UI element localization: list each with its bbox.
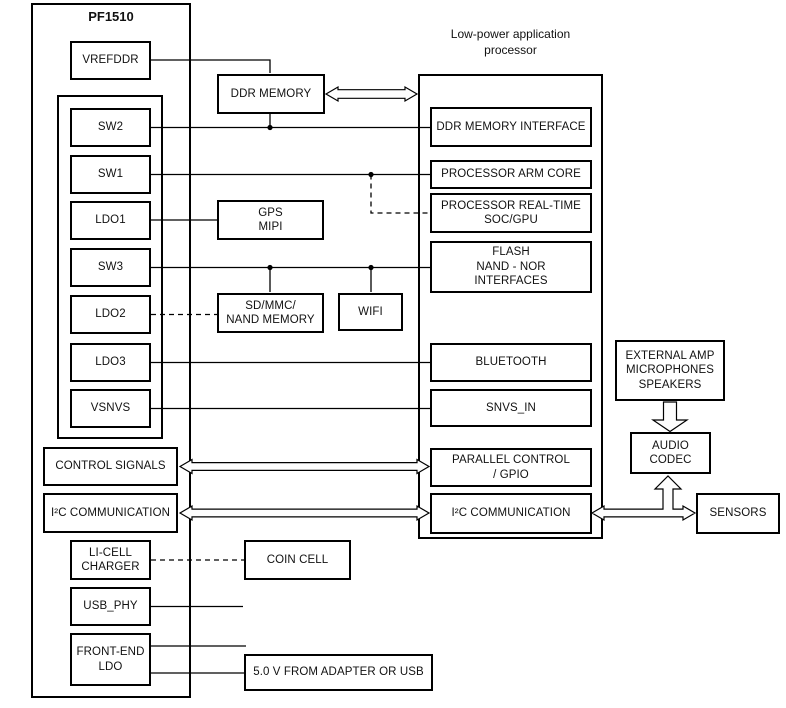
junction-dot xyxy=(368,171,374,178)
li-cell-charger-block: LI-CELL CHARGER xyxy=(70,540,151,580)
usb-phy-block: USB_PHY xyxy=(70,587,151,626)
i2c-sensors-codec-arrow xyxy=(590,475,697,522)
snvs-in-block: SNVS_IN xyxy=(430,389,592,427)
vsnvs-block: VSNVS xyxy=(70,389,151,428)
i2c-bus-arrow xyxy=(178,504,431,522)
control-signals-bus-arrow xyxy=(178,458,431,475)
parallel-control-gpio-block: PARALLEL CONTROL / GPIO xyxy=(430,448,592,487)
sd-mmc-nand-block: SD/MMC/ NAND MEMORY xyxy=(217,293,324,333)
i2c-communication-right-block: I²C COMMUNICATION xyxy=(430,493,592,534)
sw3-block: SW3 xyxy=(70,248,151,287)
coin-cell-block: COIN CELL xyxy=(244,540,351,580)
supply-5v-block: 5.0 V FROM ADAPTER OR USB xyxy=(244,654,433,691)
control-signals-block: CONTROL SIGNALS xyxy=(43,447,178,486)
front-end-ldo-block: FRONT-END LDO xyxy=(70,633,151,686)
external-amp-block: EXTERNAL AMP MICROPHONES SPEAKERS xyxy=(615,340,725,401)
vrefddr-block: VREFDDR xyxy=(70,41,151,80)
pf1510-frame xyxy=(31,3,191,698)
ddr-memory-interface-block: DDR MEMORY INTERFACE xyxy=(430,107,592,147)
audio-codec-block: AUDIO CODEC xyxy=(630,432,711,474)
processor-realtime-soc-gpu-block: PROCESSOR REAL-TIME SOC/GPU xyxy=(430,193,592,233)
sensors-block: SENSORS xyxy=(696,493,780,534)
wire-vrefddr-ddr xyxy=(151,59,271,73)
bluetooth-block: BLUETOOTH xyxy=(430,343,592,382)
ldo2-block: LDO2 xyxy=(70,295,151,334)
sw1-block: SW1 xyxy=(70,155,151,194)
sw2-block: SW2 xyxy=(70,108,151,147)
amp-codec-arrow xyxy=(651,401,689,433)
ldo1-block: LDO1 xyxy=(70,201,151,240)
junction-dot xyxy=(267,124,273,131)
junction-dot xyxy=(368,264,374,271)
gps-mipi-block: GPS MIPI xyxy=(217,200,324,240)
pf1510-title: PF1510 xyxy=(88,8,134,24)
processor-arm-core-block: PROCESSOR ARM CORE xyxy=(430,160,592,189)
flash-nand-nor-block: FLASH NAND - NOR INTERFACES xyxy=(430,241,592,293)
ddr-bus-arrow xyxy=(324,85,419,103)
wire-sw1-realtime-dashed xyxy=(370,174,430,214)
processor-label: Low-power application processor xyxy=(450,27,571,57)
ddr-memory-block: DDR MEMORY xyxy=(217,74,325,114)
wifi-block: WIFI xyxy=(338,293,403,331)
junction-dot xyxy=(267,264,273,271)
ldo3-block: LDO3 xyxy=(70,343,151,382)
i2c-communication-left-block: I²C COMMUNICATION xyxy=(43,493,178,533)
processor-frame xyxy=(418,74,603,539)
